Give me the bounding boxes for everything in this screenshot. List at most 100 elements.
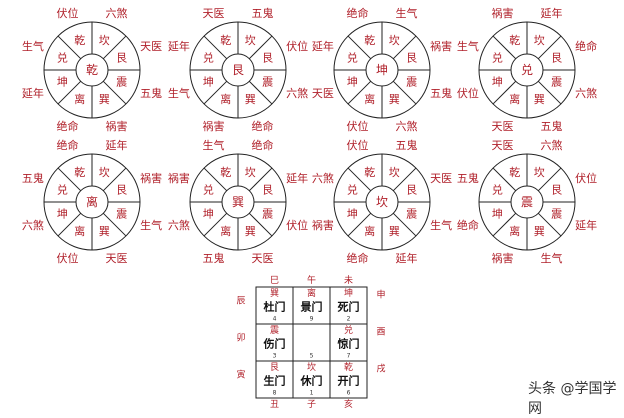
cell-gate: 景门 <box>300 300 323 314</box>
outer-label: 生气 <box>168 86 190 100</box>
divider-line <box>392 35 417 60</box>
cell-trigram: 离 <box>307 287 316 299</box>
sector-trigram: 艮 <box>116 51 127 64</box>
sector-trigram: 坤 <box>492 75 503 89</box>
divider-line <box>392 212 417 237</box>
outer-label: 天医 <box>105 252 127 265</box>
divider-line <box>537 212 562 237</box>
grid-border <box>255 286 368 399</box>
outer-label: 生气 <box>540 251 562 265</box>
sector-trigram: 震 <box>551 208 562 221</box>
outer-label: 延年 <box>168 39 190 53</box>
sector-trigram: 震 <box>551 76 562 89</box>
sector-trigram: 离 <box>509 224 520 238</box>
sector-trigram: 坎 <box>245 34 256 47</box>
cell-gate: 开门 <box>338 374 360 388</box>
sector-trigram: 兑 <box>57 50 68 64</box>
outer-label: 祸害 <box>168 171 190 185</box>
sector-trigram: 兑 <box>492 182 503 196</box>
sector-trigram: 坤 <box>57 207 68 221</box>
outer-label: 天医 <box>312 87 334 100</box>
outer-label: 天医 <box>251 252 273 265</box>
outer-label: 天医 <box>492 120 514 133</box>
cell-number: 4 <box>273 316 277 323</box>
sector-trigram: 艮 <box>406 51 417 64</box>
sector-trigram: 乾 <box>509 166 520 179</box>
sector-trigram: 兑 <box>347 182 358 196</box>
divider-line <box>248 212 273 237</box>
cell-number: 2 <box>347 316 351 323</box>
cell-trigram: 坎 <box>307 361 316 373</box>
outer-label: 绝命 <box>251 119 273 133</box>
cell-number: 1 <box>310 390 314 397</box>
sector-trigram: 离 <box>74 92 85 106</box>
branch-bottom: 亥 <box>344 398 353 410</box>
branch-right: 酉 <box>376 327 385 338</box>
outer-label: 祸害 <box>430 39 452 53</box>
cell-trigram: 艮 <box>270 362 279 373</box>
divider-line <box>102 212 127 237</box>
sector-trigram: 巽 <box>389 93 400 106</box>
cell-number: 7 <box>347 353 351 360</box>
outer-label: 生气 <box>203 138 225 152</box>
divider-line <box>57 212 82 237</box>
outer-label: 六煞 <box>22 218 44 232</box>
outer-label: 绝命 <box>347 251 369 265</box>
outer-label: 绝命 <box>457 218 479 232</box>
branch-left: 辰 <box>236 296 245 307</box>
outer-label: 五鬼 <box>430 86 452 100</box>
center-trigram: 兑 <box>521 63 533 77</box>
outer-label: 祸害 <box>492 251 514 265</box>
divider-line <box>203 167 228 192</box>
outer-label: 祸害 <box>312 218 334 232</box>
cell-gate: 惊门 <box>338 337 360 351</box>
branch-left: 寅 <box>236 369 245 381</box>
sector-trigram: 坎 <box>99 34 110 47</box>
sector-trigram: 艮 <box>116 183 127 196</box>
sector-trigram: 乾 <box>74 166 85 179</box>
watermark: 头条 @学国学网 <box>528 381 617 417</box>
outer-label: 伏位 <box>575 171 597 185</box>
sector-trigram: 乾 <box>364 34 375 47</box>
sector-trigram: 艮 <box>262 51 273 64</box>
outer-label: 天医 <box>430 172 452 185</box>
sector-trigram: 震 <box>116 208 127 221</box>
sector-trigram: 坤 <box>203 207 214 221</box>
cell-trigram: 乾 <box>344 361 353 373</box>
outer-label: 天医 <box>492 139 514 152</box>
outer-label: 延年 <box>312 39 334 53</box>
divider-line <box>492 35 517 60</box>
sector-trigram: 艮 <box>551 183 562 196</box>
cell-gate: 伤门 <box>263 337 286 351</box>
outer-label: 生气 <box>430 218 452 232</box>
divider-line <box>492 167 517 192</box>
sector-trigram: 艮 <box>551 51 562 64</box>
outer-label: 生气 <box>22 39 44 53</box>
outer-label: 延年 <box>575 218 597 232</box>
divider-line <box>347 80 372 105</box>
branch-left: 卯 <box>236 333 245 344</box>
outer-label: 六煞 <box>395 119 417 133</box>
divider-line <box>392 167 417 192</box>
sector-trigram: 艮 <box>262 183 273 196</box>
sector-trigram: 震 <box>116 76 127 89</box>
branch-right: 申 <box>376 289 385 301</box>
branch-top: 未 <box>344 274 353 286</box>
cell-gate: 休门 <box>300 374 323 388</box>
outer-label: 绝命 <box>347 6 369 20</box>
outer-label: 五鬼 <box>251 6 273 20</box>
outer-label: 绝命 <box>251 138 273 152</box>
branch-right: 戌 <box>376 363 385 375</box>
divider-line <box>248 167 273 192</box>
outer-label: 五鬼 <box>140 86 162 100</box>
sector-trigram: 兑 <box>347 50 358 64</box>
branch-top: 午 <box>307 274 316 286</box>
outer-label: 延年 <box>286 171 308 185</box>
cell-trigram: 震 <box>270 325 279 336</box>
outer-label: 伏位 <box>57 251 79 265</box>
branch-top: 巳 <box>270 275 279 286</box>
cell-number: 8 <box>273 390 277 397</box>
